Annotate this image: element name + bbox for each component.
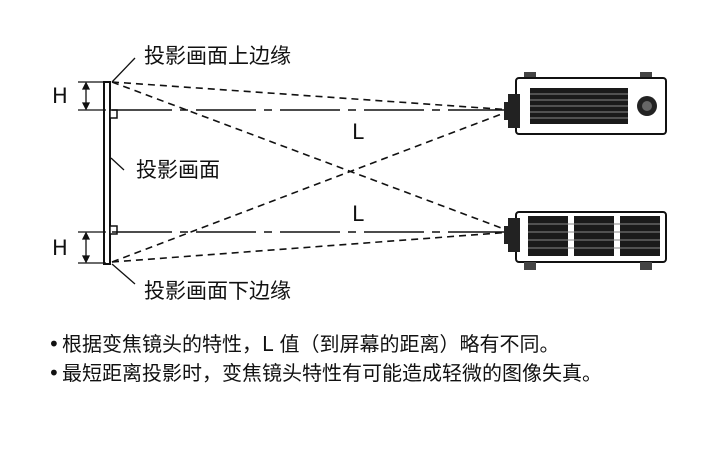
leader-screen xyxy=(110,157,125,171)
label-distance-top: L xyxy=(352,120,364,144)
note-item: • 根据变焦镜头的特性，L 值（到屏幕的距离）略有不同。 xyxy=(48,330,688,359)
projection-screen xyxy=(103,81,111,265)
note-item: • 最短距离投影时，变焦镜头特性有可能造成轻微的图像失真。 xyxy=(48,359,688,388)
label-screen-top-edge: 投影画面上边缘 xyxy=(144,44,291,68)
label-screen-bottom-edge: 投影画面下边缘 xyxy=(144,279,291,303)
projection-diagram xyxy=(78,57,667,285)
label-h-bottom: H xyxy=(52,236,68,260)
notes-list: • 根据变焦镜头的特性，L 值（到屏幕的距离）略有不同。 • 最短距离投影时，变… xyxy=(48,330,688,388)
h-dimension-top xyxy=(78,81,106,111)
projector-bottom xyxy=(504,211,667,270)
leader-bottom-edge xyxy=(111,263,136,285)
label-screen: 投影画面 xyxy=(136,158,220,182)
bullet: • xyxy=(48,361,60,385)
bullet: • xyxy=(48,332,60,356)
h-dimension-bottom xyxy=(78,231,106,264)
projection-rays xyxy=(111,81,513,263)
screen-tab-bottom xyxy=(109,225,118,235)
leader-top-edge xyxy=(111,57,136,83)
note-text: 最短距离投影时，变焦镜头特性有可能造成轻微的图像失真。 xyxy=(62,361,602,385)
label-h-top: H xyxy=(52,84,68,108)
projector-top xyxy=(504,72,667,135)
note-text: 根据变焦镜头的特性，L 值（到屏幕的距离）略有不同。 xyxy=(62,332,560,356)
screen-tab-top xyxy=(109,109,118,119)
label-distance-bottom: L xyxy=(352,202,364,226)
